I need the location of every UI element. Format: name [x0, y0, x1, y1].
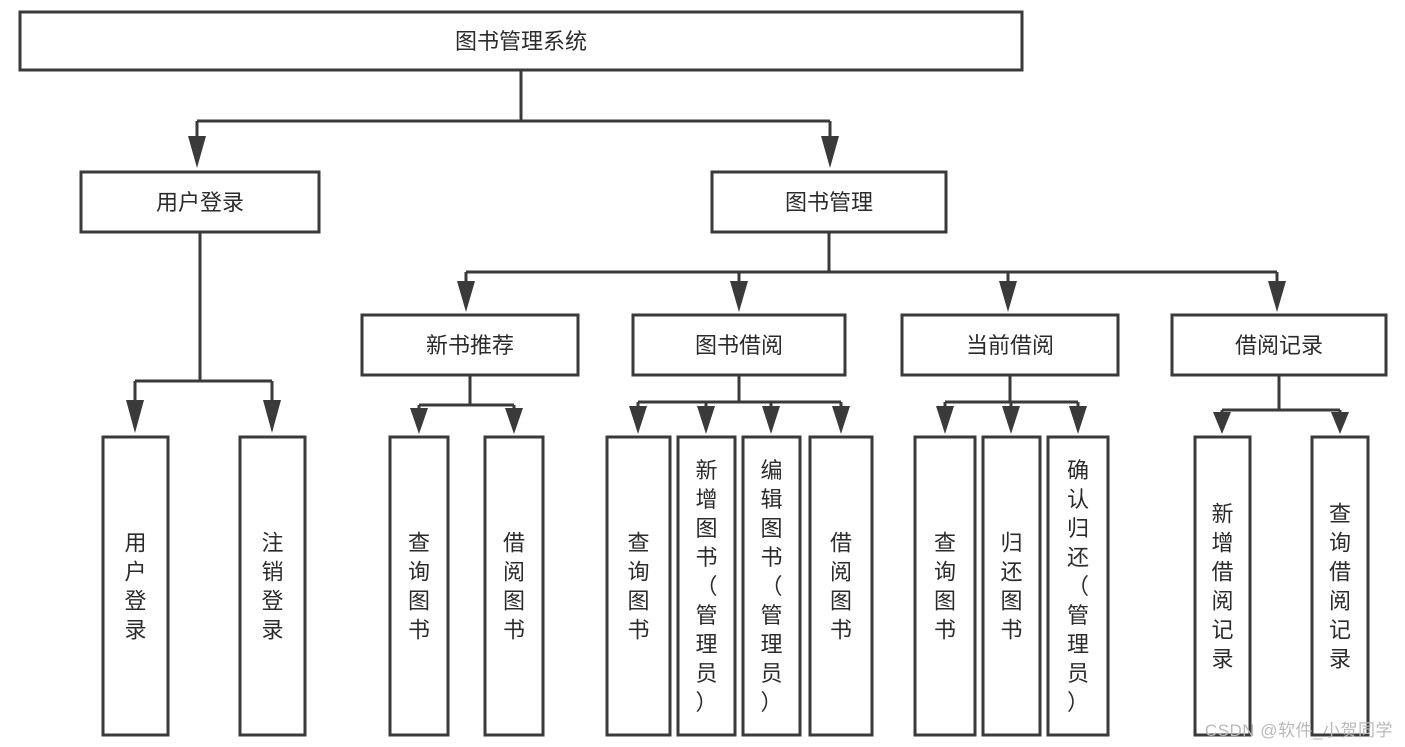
- leaf-node[interactable]: 编辑图书（管理员）: [741, 435, 802, 737]
- node-book-borrow[interactable]: 图书借阅: [631, 313, 847, 377]
- leaf-logout-box[interactable]: [238, 435, 307, 737]
- leaf-node[interactable]: 用户登录: [101, 435, 170, 737]
- leaf-query-book-2-label: 查询图书: [627, 531, 649, 643]
- node-new-book-recommend[interactable]: 新书推荐: [360, 313, 580, 377]
- node-book-borrow-label: 图书借阅: [695, 333, 783, 358]
- leaf-add-record-box[interactable]: [1193, 435, 1252, 737]
- arrow-head-userlogin: [188, 136, 206, 168]
- arrow-head-record: [1268, 281, 1286, 312]
- node-user-login-box[interactable]: [79, 170, 321, 234]
- node-borrow-record-label: 借阅记录: [1235, 333, 1323, 358]
- leaf-edit-book-label: 编辑图书（管理员）: [760, 458, 782, 715]
- leaf-node[interactable]: 归还图书: [981, 435, 1042, 737]
- arrow-head-leaf-user-login: [126, 400, 144, 433]
- leaf-borrow-book-2-label: 借阅图书: [830, 531, 852, 643]
- connector-group-root: [188, 70, 839, 168]
- leaf-node[interactable]: 查询图书: [913, 435, 977, 737]
- node-user-login-label: 用户登录: [156, 190, 244, 215]
- connector-group-bookmgmt: [457, 232, 1286, 312]
- leaf-borrow-book-2-box[interactable]: [808, 435, 874, 737]
- leaf-query-book-2-box[interactable]: [605, 435, 672, 737]
- leaf-query-book-1-label: 查询图书: [408, 531, 430, 643]
- node-current-borrow-label: 当前借阅: [966, 333, 1054, 358]
- arrow-head-leaf-query-book-2: [629, 406, 647, 434]
- arrow-head-current: [999, 281, 1017, 312]
- connector-group-current: [936, 375, 1087, 434]
- leaf-query-book-1-box[interactable]: [388, 435, 450, 737]
- leaf-borrow-book-1-box[interactable]: [483, 435, 545, 737]
- node-new-book-recommend-label: 新书推荐: [426, 333, 514, 358]
- leaf-user-login-box[interactable]: [101, 435, 170, 737]
- leaf-node[interactable]: 查询图书: [605, 435, 672, 737]
- arrow-head-borrow: [730, 281, 748, 312]
- leaf-add-record-label: 新增借阅记录: [1211, 502, 1233, 672]
- arrow-head-newbook: [457, 281, 475, 312]
- leaf-node-layer: 用户登录 注销登录 查询图书 借阅图书 查询图书 新增图书（管理员） 编辑图书（管理员） 借阅…: [101, 435, 1370, 737]
- arrow-head-leaf-query-book-3: [936, 406, 954, 434]
- leaf-return-book-box[interactable]: [981, 435, 1042, 737]
- arrow-head-leaf-confirm-return: [1069, 406, 1087, 434]
- leaf-node[interactable]: 注销登录: [238, 435, 307, 737]
- connector-group-borrow: [629, 375, 850, 434]
- leaf-confirm-return-label: 确认归还（管理员）: [1067, 458, 1089, 715]
- node-root[interactable]: 图书管理系统: [18, 10, 1024, 72]
- node-new-book-recommend-box[interactable]: [360, 313, 580, 377]
- node-book-management-box[interactable]: [710, 170, 948, 234]
- csdn-watermark: CSDN @软件_小贺同学: [1204, 721, 1393, 740]
- arrow-head-leaf-edit-book: [762, 406, 780, 434]
- arrow-head-leaf-return-book: [1002, 406, 1020, 434]
- node-user-login[interactable]: 用户登录: [79, 170, 321, 234]
- node-current-borrow[interactable]: 当前借阅: [900, 313, 1120, 377]
- leaf-query-book-3-label: 查询图书: [934, 531, 956, 643]
- leaf-add-book-box[interactable]: [676, 435, 737, 737]
- arrow-head-leaf-query-book-1: [410, 408, 428, 434]
- leaf-node[interactable]: 借阅图书: [808, 435, 874, 737]
- arrow-head-leaf-logout: [263, 400, 281, 433]
- leaf-edit-book-box[interactable]: [741, 435, 802, 737]
- leaf-query-book-3-box[interactable]: [913, 435, 977, 737]
- leaf-confirm-return-box[interactable]: [1046, 435, 1110, 737]
- connector-group-userlogin: [126, 232, 281, 433]
- leaf-node[interactable]: 新增图书（管理员）: [676, 435, 737, 737]
- node-root-label: 图书管理系统: [455, 29, 587, 54]
- arrow-head-leaf-query-record: [1331, 412, 1349, 434]
- leaf-node[interactable]: 借阅图书: [483, 435, 545, 737]
- node-current-borrow-box[interactable]: [900, 313, 1120, 377]
- leaf-return-book-label: 归还图书: [1000, 531, 1022, 643]
- node-book-borrow-box[interactable]: [631, 313, 847, 377]
- leaf-node[interactable]: 查询图书: [388, 435, 450, 737]
- arrow-head-leaf-borrow-book-1: [505, 408, 523, 434]
- leaf-borrow-book-1-label: 借阅图书: [503, 531, 525, 643]
- node-book-management[interactable]: 图书管理: [710, 170, 948, 234]
- arrow-head-bookmgmt: [821, 136, 839, 168]
- arrow-head-leaf-borrow-book-2: [832, 406, 850, 434]
- node-book-management-label: 图书管理: [785, 190, 873, 215]
- arrow-head-leaf-add-record: [1213, 412, 1231, 434]
- leaf-node[interactable]: 查询借阅记录: [1310, 435, 1370, 737]
- leaf-query-record-label: 查询借阅记录: [1329, 502, 1351, 672]
- node-root-box[interactable]: [18, 10, 1024, 72]
- leaf-logout-label: 注销登录: [261, 531, 283, 643]
- leaf-node[interactable]: 新增借阅记录: [1193, 435, 1252, 737]
- leaf-user-login-label: 用户登录: [124, 531, 146, 643]
- node-borrow-record-box[interactable]: [1170, 313, 1388, 377]
- connector-group-record: [1213, 375, 1349, 434]
- connector-group-newbook: [410, 375, 523, 434]
- node-borrow-record[interactable]: 借阅记录: [1170, 313, 1388, 377]
- leaf-node[interactable]: 确认归还（管理员）: [1046, 435, 1110, 737]
- leaf-query-record-box[interactable]: [1310, 435, 1370, 737]
- leaf-add-book-label: 新增图书（管理员）: [695, 458, 717, 715]
- arrow-head-leaf-add-book: [697, 406, 715, 434]
